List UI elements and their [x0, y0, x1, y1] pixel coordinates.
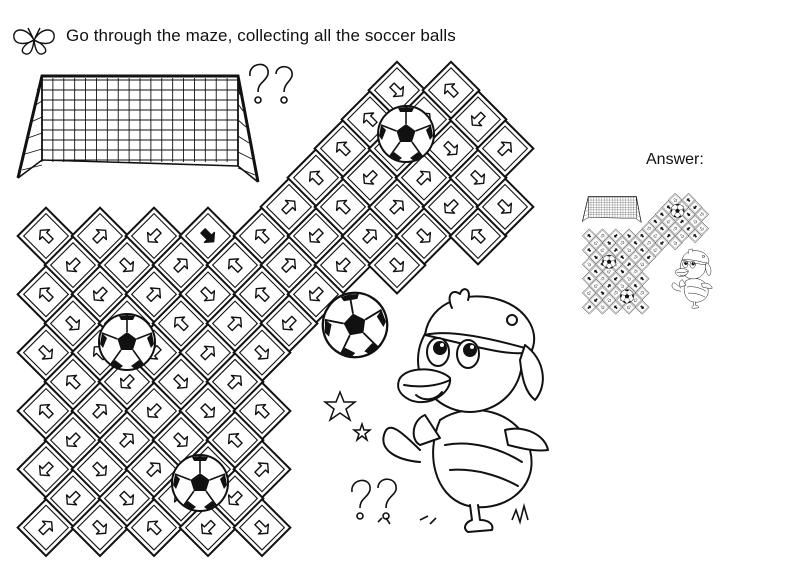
maze-cell	[16, 497, 76, 558]
butterfly-icon	[13, 27, 55, 55]
maze-cell	[178, 497, 238, 558]
soccer-ball-icon	[171, 454, 229, 512]
maze-grid	[16, 60, 535, 558]
maze-cell	[421, 60, 481, 120]
answer-label: Answer:	[646, 151, 704, 168]
soccer-ball-icon	[377, 105, 435, 163]
duck-character-icon	[382, 288, 549, 533]
maze-cell	[124, 497, 184, 558]
maze-cell	[367, 235, 427, 295]
question-mark-icon	[351, 478, 529, 525]
soccer-goal-icon	[16, 74, 260, 183]
soccer-ball-icon	[98, 313, 156, 371]
maze-cell	[232, 497, 292, 558]
answer-thumbnail	[582, 193, 712, 314]
maze-cell	[70, 497, 130, 558]
star-icon	[322, 389, 373, 443]
question-mark-icon	[249, 63, 293, 104]
instruction-title: Go through the maze, collecting all the …	[66, 26, 456, 45]
